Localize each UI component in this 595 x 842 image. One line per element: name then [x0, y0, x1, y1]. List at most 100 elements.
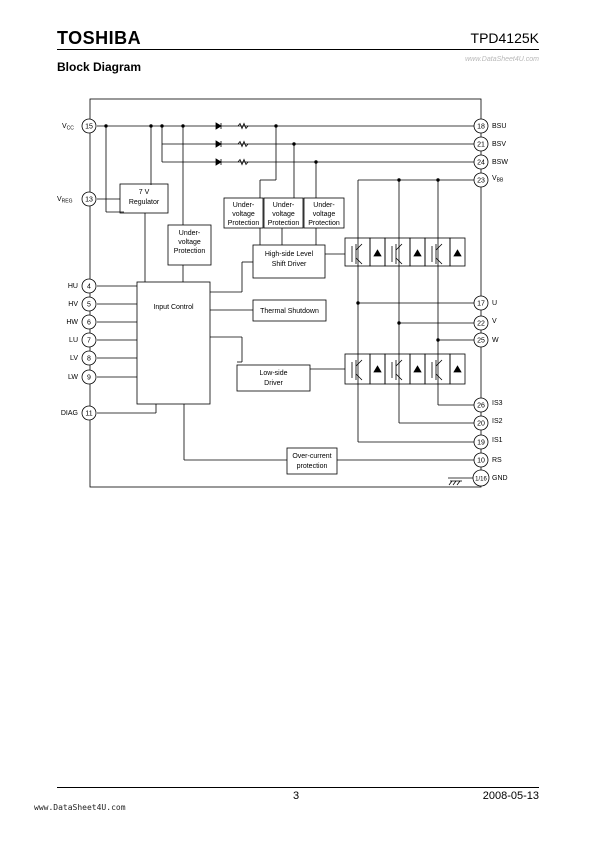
svg-text:voltage: voltage — [313, 211, 336, 218]
svg-text:17: 17 — [477, 301, 485, 308]
svg-text:HU: HU — [68, 283, 78, 290]
pin-diag: 11 DIAG — [61, 405, 97, 421]
svg-text:Under-: Under- — [233, 202, 255, 209]
svg-text:11: 11 — [85, 411, 92, 418]
svg-text:Driver: Driver — [264, 380, 283, 387]
thermal-block — [252, 299, 327, 322]
svg-text:Input Control: Input Control — [153, 304, 194, 311]
svg-text:protection: protection — [297, 463, 328, 470]
svg-text:Under-: Under- — [179, 230, 201, 237]
uvp-high-block-2 — [263, 197, 304, 229]
regulator-label-1: 7 V — [139, 189, 150, 196]
igbt-low-3 — [424, 353, 466, 385]
regulator-block — [119, 183, 169, 214]
svg-text:RS: RS — [492, 457, 502, 464]
igbt-high-2 — [384, 237, 426, 267]
svg-text:W: W — [492, 337, 499, 344]
svg-text:23: 23 — [477, 178, 485, 185]
igbt-high-3 — [424, 237, 466, 267]
svg-text:IS3: IS3 — [492, 400, 503, 407]
svg-text:15: 15 — [85, 124, 93, 131]
package-outline — [89, 98, 482, 488]
svg-text:IS2: IS2 — [492, 418, 503, 425]
pin-rs: 10 RS — [473, 452, 502, 468]
svg-text:Shift Driver: Shift Driver — [272, 261, 307, 268]
svg-text:24: 24 — [477, 160, 485, 167]
pin-vreg: 13 VREG — [57, 191, 97, 207]
svg-text:VBB: VBB — [492, 175, 504, 184]
svg-text:26: 26 — [477, 403, 485, 410]
svg-text:GND: GND — [492, 475, 508, 482]
diode-bsv — [215, 140, 222, 148]
svg-text:HV: HV — [68, 301, 78, 308]
svg-text:4: 4 — [87, 284, 91, 291]
diode-bsu — [215, 122, 222, 130]
svg-text:HW: HW — [66, 319, 78, 326]
diode-bsw — [215, 158, 222, 166]
section-title: Block Diagram — [57, 60, 142, 74]
svg-text:Protection: Protection — [228, 220, 260, 227]
svg-text:voltage: voltage — [178, 239, 201, 246]
pin-hv: 5 HV — [68, 296, 97, 312]
header-rule — [57, 49, 539, 50]
pin-bsu: 18 BSU — [473, 118, 506, 134]
pin-gnd: 1/16 GND — [472, 469, 508, 487]
svg-text:V: V — [492, 318, 497, 325]
svg-text:Thermal Shutdown: Thermal Shutdown — [260, 308, 319, 315]
part-number: TPD4125K — [470, 30, 539, 46]
svg-text:10: 10 — [477, 458, 485, 465]
page-number: 3 — [293, 790, 300, 802]
svg-text:DIAG: DIAG — [61, 410, 78, 417]
svg-text:20: 20 — [477, 421, 485, 428]
svg-text:IS1: IS1 — [492, 437, 503, 444]
svg-text:Low-side: Low-side — [259, 370, 287, 377]
svg-text:BSV: BSV — [492, 141, 506, 148]
uvp-high-block-3 — [303, 197, 345, 229]
svg-text:VCC: VCC — [62, 123, 74, 132]
svg-text:6: 6 — [87, 320, 91, 327]
svg-text:Protection: Protection — [174, 248, 206, 255]
resistor-bsu — [237, 122, 249, 130]
svg-text:18: 18 — [477, 124, 485, 131]
pin-is2: 20 IS2 — [473, 415, 503, 431]
pin-vcc: 15 VCC — [62, 118, 97, 134]
pin-lu: 7 LU — [69, 332, 97, 348]
svg-text:LW: LW — [68, 374, 78, 381]
pin-bsv: 21 BSV — [473, 136, 506, 152]
pin-lv: 8 LV — [70, 350, 97, 366]
input-control-block — [136, 281, 211, 405]
svg-text:1/16: 1/16 — [475, 477, 487, 483]
resistor-bsw — [237, 158, 249, 166]
uvp-low-block — [167, 224, 212, 266]
pin-hw: 6 HW — [66, 314, 97, 330]
footer-rule — [57, 787, 539, 788]
svg-text:5: 5 — [87, 302, 91, 309]
pin-w: 25 W — [473, 332, 499, 348]
svg-text:22: 22 — [477, 321, 485, 328]
low-side-block — [236, 364, 311, 392]
svg-text:High-side Level: High-side Level — [265, 251, 314, 258]
svg-text:BSU: BSU — [492, 123, 506, 130]
pin-is3: 26 IS3 — [473, 397, 503, 413]
svg-text:25: 25 — [477, 338, 485, 345]
svg-text:21: 21 — [477, 142, 485, 149]
svg-text:voltage: voltage — [272, 211, 295, 218]
igbt-high-1 — [344, 237, 386, 267]
header-watermark: www.DataSheet4U.com — [465, 56, 539, 63]
svg-text:Under-: Under- — [313, 202, 335, 209]
svg-text:LV: LV — [70, 355, 78, 362]
svg-text:Protection: Protection — [268, 220, 300, 227]
ground-symbol — [448, 477, 474, 486]
uvp-high-block-1 — [223, 197, 264, 229]
svg-text:BSW: BSW — [492, 159, 508, 166]
igbt-low-2 — [384, 353, 426, 385]
pin-vbb: 23 VBB — [473, 172, 504, 188]
svg-text:VREG: VREG — [57, 196, 73, 205]
svg-text:9: 9 — [87, 375, 91, 382]
pin-is1: 19 IS1 — [473, 434, 503, 450]
pin-lw: 9 LW — [68, 369, 97, 385]
svg-text:13: 13 — [85, 197, 93, 204]
resistor-bsv — [237, 140, 249, 148]
pin-bsw: 24 BSW — [473, 154, 508, 170]
